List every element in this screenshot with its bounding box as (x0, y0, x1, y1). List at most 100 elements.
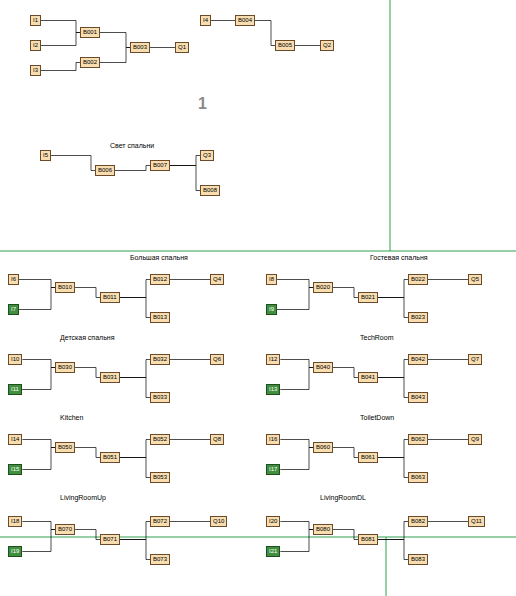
section-heading: TechRoom (360, 334, 393, 341)
function-block: I19 (8, 546, 22, 557)
function-block: B003 (130, 42, 150, 53)
function-block: Q5 (468, 274, 482, 285)
function-block: I15 (8, 464, 22, 475)
section-heading: Гостевая спальня (370, 254, 428, 261)
function-block: Q7 (468, 354, 482, 365)
block-label: B060 (316, 444, 330, 451)
function-block: B005 (275, 40, 295, 51)
signal-wire (150, 47, 175, 48)
block-label: I2 (33, 42, 38, 49)
function-block: I5 (40, 150, 51, 161)
signal-wire (378, 458, 408, 478)
block-label: Q7 (471, 356, 479, 363)
signal-wire (170, 166, 200, 191)
signal-wire (75, 448, 100, 458)
function-block: B012 (150, 274, 170, 285)
block-label: I18 (11, 518, 19, 525)
block-label: I13 (269, 386, 277, 393)
signal-wire (75, 288, 100, 298)
signal-wire (100, 48, 130, 63)
signal-wire (120, 522, 150, 540)
signal-wire (280, 448, 313, 470)
block-label: I15 (11, 466, 19, 473)
block-label: B073 (153, 556, 167, 563)
signal-wire (428, 279, 468, 280)
block-label: B001 (83, 29, 97, 36)
function-block: B006 (95, 165, 115, 176)
signal-wire (22, 440, 55, 448)
signal-wire (428, 359, 468, 360)
signal-wire (277, 280, 313, 288)
block-label: Q11 (471, 518, 482, 525)
function-block: Q3 (200, 150, 214, 161)
function-block: B033 (150, 392, 170, 403)
block-label: B061 (361, 454, 375, 461)
signal-wire (115, 166, 150, 171)
function-block: B081 (358, 534, 378, 545)
function-block: I17 (266, 464, 280, 475)
function-block: I4 (200, 15, 211, 26)
function-block: I21 (266, 546, 280, 557)
signal-wire (295, 45, 320, 46)
function-block: B002 (80, 57, 100, 68)
block-label: B081 (361, 536, 375, 543)
signal-wire (19, 288, 55, 310)
block-label: B021 (361, 294, 375, 301)
signal-wire (41, 21, 80, 33)
signal-wire (22, 448, 55, 470)
block-label: B042 (411, 356, 425, 363)
signal-wire (22, 368, 55, 390)
signal-wire (333, 368, 358, 378)
function-block: B071 (100, 534, 120, 545)
function-block: B030 (55, 362, 75, 373)
signal-wire (428, 521, 468, 522)
function-block: B082 (408, 516, 428, 527)
signal-wire (378, 378, 408, 398)
block-label: B004 (238, 17, 252, 24)
function-block: I8 (266, 274, 277, 285)
function-block: I6 (8, 274, 19, 285)
signal-wire (333, 448, 358, 458)
callout-number: 1 (198, 95, 207, 113)
signal-wire (22, 522, 55, 530)
function-block: B062 (408, 434, 428, 445)
block-label: B011 (103, 294, 117, 301)
block-label: Q4 (213, 276, 221, 283)
function-block: B061 (358, 452, 378, 463)
function-block: B080 (313, 524, 333, 535)
function-block: B042 (408, 354, 428, 365)
block-label: B041 (361, 374, 375, 381)
block-label: I9 (269, 306, 274, 313)
block-label: B080 (316, 526, 330, 533)
block-label: I11 (11, 386, 19, 393)
signal-wire (120, 540, 150, 560)
section-heading: LivingRoomUp (60, 494, 106, 501)
function-block: I11 (8, 384, 22, 395)
block-label: B062 (411, 436, 425, 443)
block-label: I3 (33, 67, 38, 74)
function-block: I9 (266, 304, 277, 315)
block-label: B012 (153, 276, 167, 283)
function-block: I7 (8, 304, 19, 315)
block-label: B006 (98, 167, 112, 174)
block-label: Q5 (471, 276, 479, 283)
signal-wire (378, 298, 408, 318)
signal-wire (19, 280, 55, 288)
function-block: I10 (8, 354, 22, 365)
signal-wire (170, 359, 210, 360)
function-block: I16 (266, 434, 280, 445)
function-block: B010 (55, 282, 75, 293)
block-label: I19 (11, 548, 19, 555)
function-block: B052 (150, 434, 170, 445)
function-block: B022 (408, 274, 428, 285)
function-block: B021 (358, 292, 378, 303)
signal-wire (255, 21, 275, 46)
function-block: Q6 (210, 354, 224, 365)
signal-wire (120, 360, 150, 378)
signal-wire (170, 521, 210, 522)
function-block: Q10 (210, 516, 227, 527)
block-label: Q3 (203, 152, 211, 159)
function-block: I12 (266, 354, 280, 365)
function-block: B041 (358, 372, 378, 383)
function-block: B053 (150, 472, 170, 483)
